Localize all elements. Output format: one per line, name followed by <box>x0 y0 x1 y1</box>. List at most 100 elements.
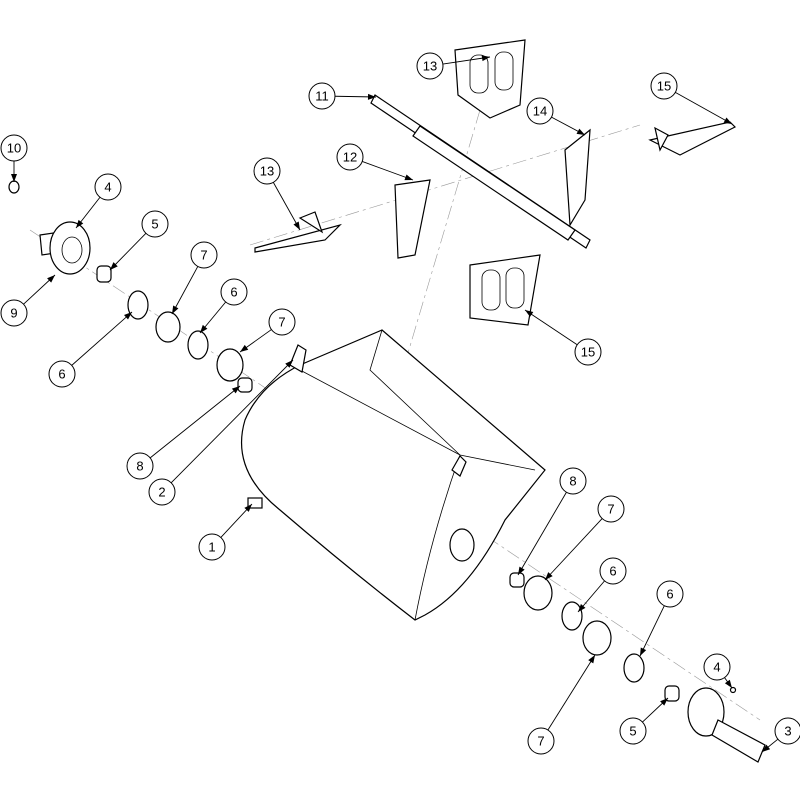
callout-7: 7 <box>268 308 296 336</box>
arrowhead <box>545 572 553 580</box>
leader-line <box>149 385 241 459</box>
callout-circle <box>148 478 176 506</box>
hopper-body <box>241 329 546 621</box>
callout-circle <box>253 157 281 185</box>
callout-label: 10 <box>7 141 21 156</box>
callout-circle <box>597 495 625 523</box>
leader-line <box>675 91 733 125</box>
arrowhead <box>285 360 293 368</box>
callout-4: 4 <box>94 173 122 201</box>
callout-6: 6 <box>220 278 248 306</box>
callout-circle <box>141 210 169 238</box>
leader-line <box>109 232 147 271</box>
callout-3: 3 <box>774 717 800 745</box>
callout-circle <box>198 533 226 561</box>
callout-label: 9 <box>10 306 17 321</box>
callout-circle <box>126 452 154 480</box>
callout-circle <box>656 580 684 608</box>
callout-circle <box>599 557 627 585</box>
arrowhead <box>367 93 376 100</box>
callout-label: 15 <box>657 79 671 94</box>
arrowhead <box>76 219 84 228</box>
plates <box>254 39 737 326</box>
callout-15: 15 <box>650 72 678 100</box>
callout-label: 1 <box>208 540 215 555</box>
callout-label: 8 <box>136 459 143 474</box>
callout-label: 7 <box>607 502 614 517</box>
shaft <box>370 94 591 249</box>
callout-label: 7 <box>537 734 544 749</box>
callout-circle <box>48 360 76 388</box>
callout-circle <box>527 727 555 755</box>
callout-label: 14 <box>533 104 547 119</box>
callout-label: 13 <box>423 59 437 74</box>
leader-line <box>71 311 133 366</box>
callout-label: 15 <box>581 345 595 360</box>
callout-label: 7 <box>278 315 285 330</box>
callout-label: 3 <box>784 724 791 739</box>
callout-label: 4 <box>104 180 111 195</box>
callout-circle <box>0 299 28 327</box>
arrowhead <box>640 647 647 656</box>
callout-1: 1 <box>198 533 226 561</box>
arrowhead <box>481 55 490 62</box>
callout-circle <box>220 278 248 306</box>
arrowhead <box>578 603 586 612</box>
arrowhead <box>172 305 179 314</box>
callout-14: 14 <box>526 97 554 125</box>
callout-label: 5 <box>629 724 636 739</box>
callout-circle <box>774 717 800 745</box>
arrowhead <box>293 221 300 230</box>
leader-line <box>547 654 596 731</box>
callout-label: 6 <box>609 564 616 579</box>
callout-12: 12 <box>336 143 364 171</box>
arrowhead <box>723 117 732 124</box>
callout-label: 12 <box>343 150 357 165</box>
callout-circle <box>94 173 122 201</box>
callout-circle <box>574 338 602 366</box>
callout-circle <box>526 97 554 125</box>
arrowhead <box>110 262 118 270</box>
right-hub-parts <box>509 572 766 763</box>
callout-11: 11 <box>308 82 336 110</box>
callout-label: 6 <box>58 367 65 382</box>
callout-label: 8 <box>569 474 576 489</box>
callout-15: 15 <box>574 338 602 366</box>
callout-circle <box>650 72 678 100</box>
callout-2: 2 <box>148 478 176 506</box>
callout-5: 5 <box>141 210 169 238</box>
arrowhead <box>518 566 525 575</box>
arrowhead <box>11 174 17 182</box>
arrowhead <box>47 275 55 283</box>
callout-label: 4 <box>713 660 720 675</box>
callout-7: 7 <box>597 495 625 523</box>
arrowhead <box>525 310 534 317</box>
arrowhead <box>724 679 732 688</box>
leader-line <box>272 182 301 231</box>
leader-line <box>639 605 665 657</box>
callout-7: 7 <box>190 241 218 269</box>
callout-circle <box>559 467 587 495</box>
callout-10: 10 <box>0 134 28 162</box>
callout-label: 7 <box>200 248 207 263</box>
callout-circle <box>336 143 364 171</box>
arrowhead <box>762 744 771 752</box>
callout-circle <box>268 308 296 336</box>
callout-8: 8 <box>559 467 587 495</box>
leader-lines <box>11 55 779 753</box>
callout-label: 6 <box>230 285 237 300</box>
callout-6: 6 <box>48 360 76 388</box>
arrowhead <box>231 386 240 394</box>
left-hub-parts <box>8 180 253 393</box>
callout-label: 2 <box>158 485 165 500</box>
leader-line <box>170 359 294 484</box>
arrowhead <box>240 344 249 352</box>
arrowhead <box>404 174 413 181</box>
callout-label: 13 <box>260 164 274 179</box>
callout-circle <box>0 134 28 162</box>
arrowhead <box>588 655 595 664</box>
callout-13: 13 <box>253 157 281 185</box>
callout-circle <box>703 653 731 681</box>
